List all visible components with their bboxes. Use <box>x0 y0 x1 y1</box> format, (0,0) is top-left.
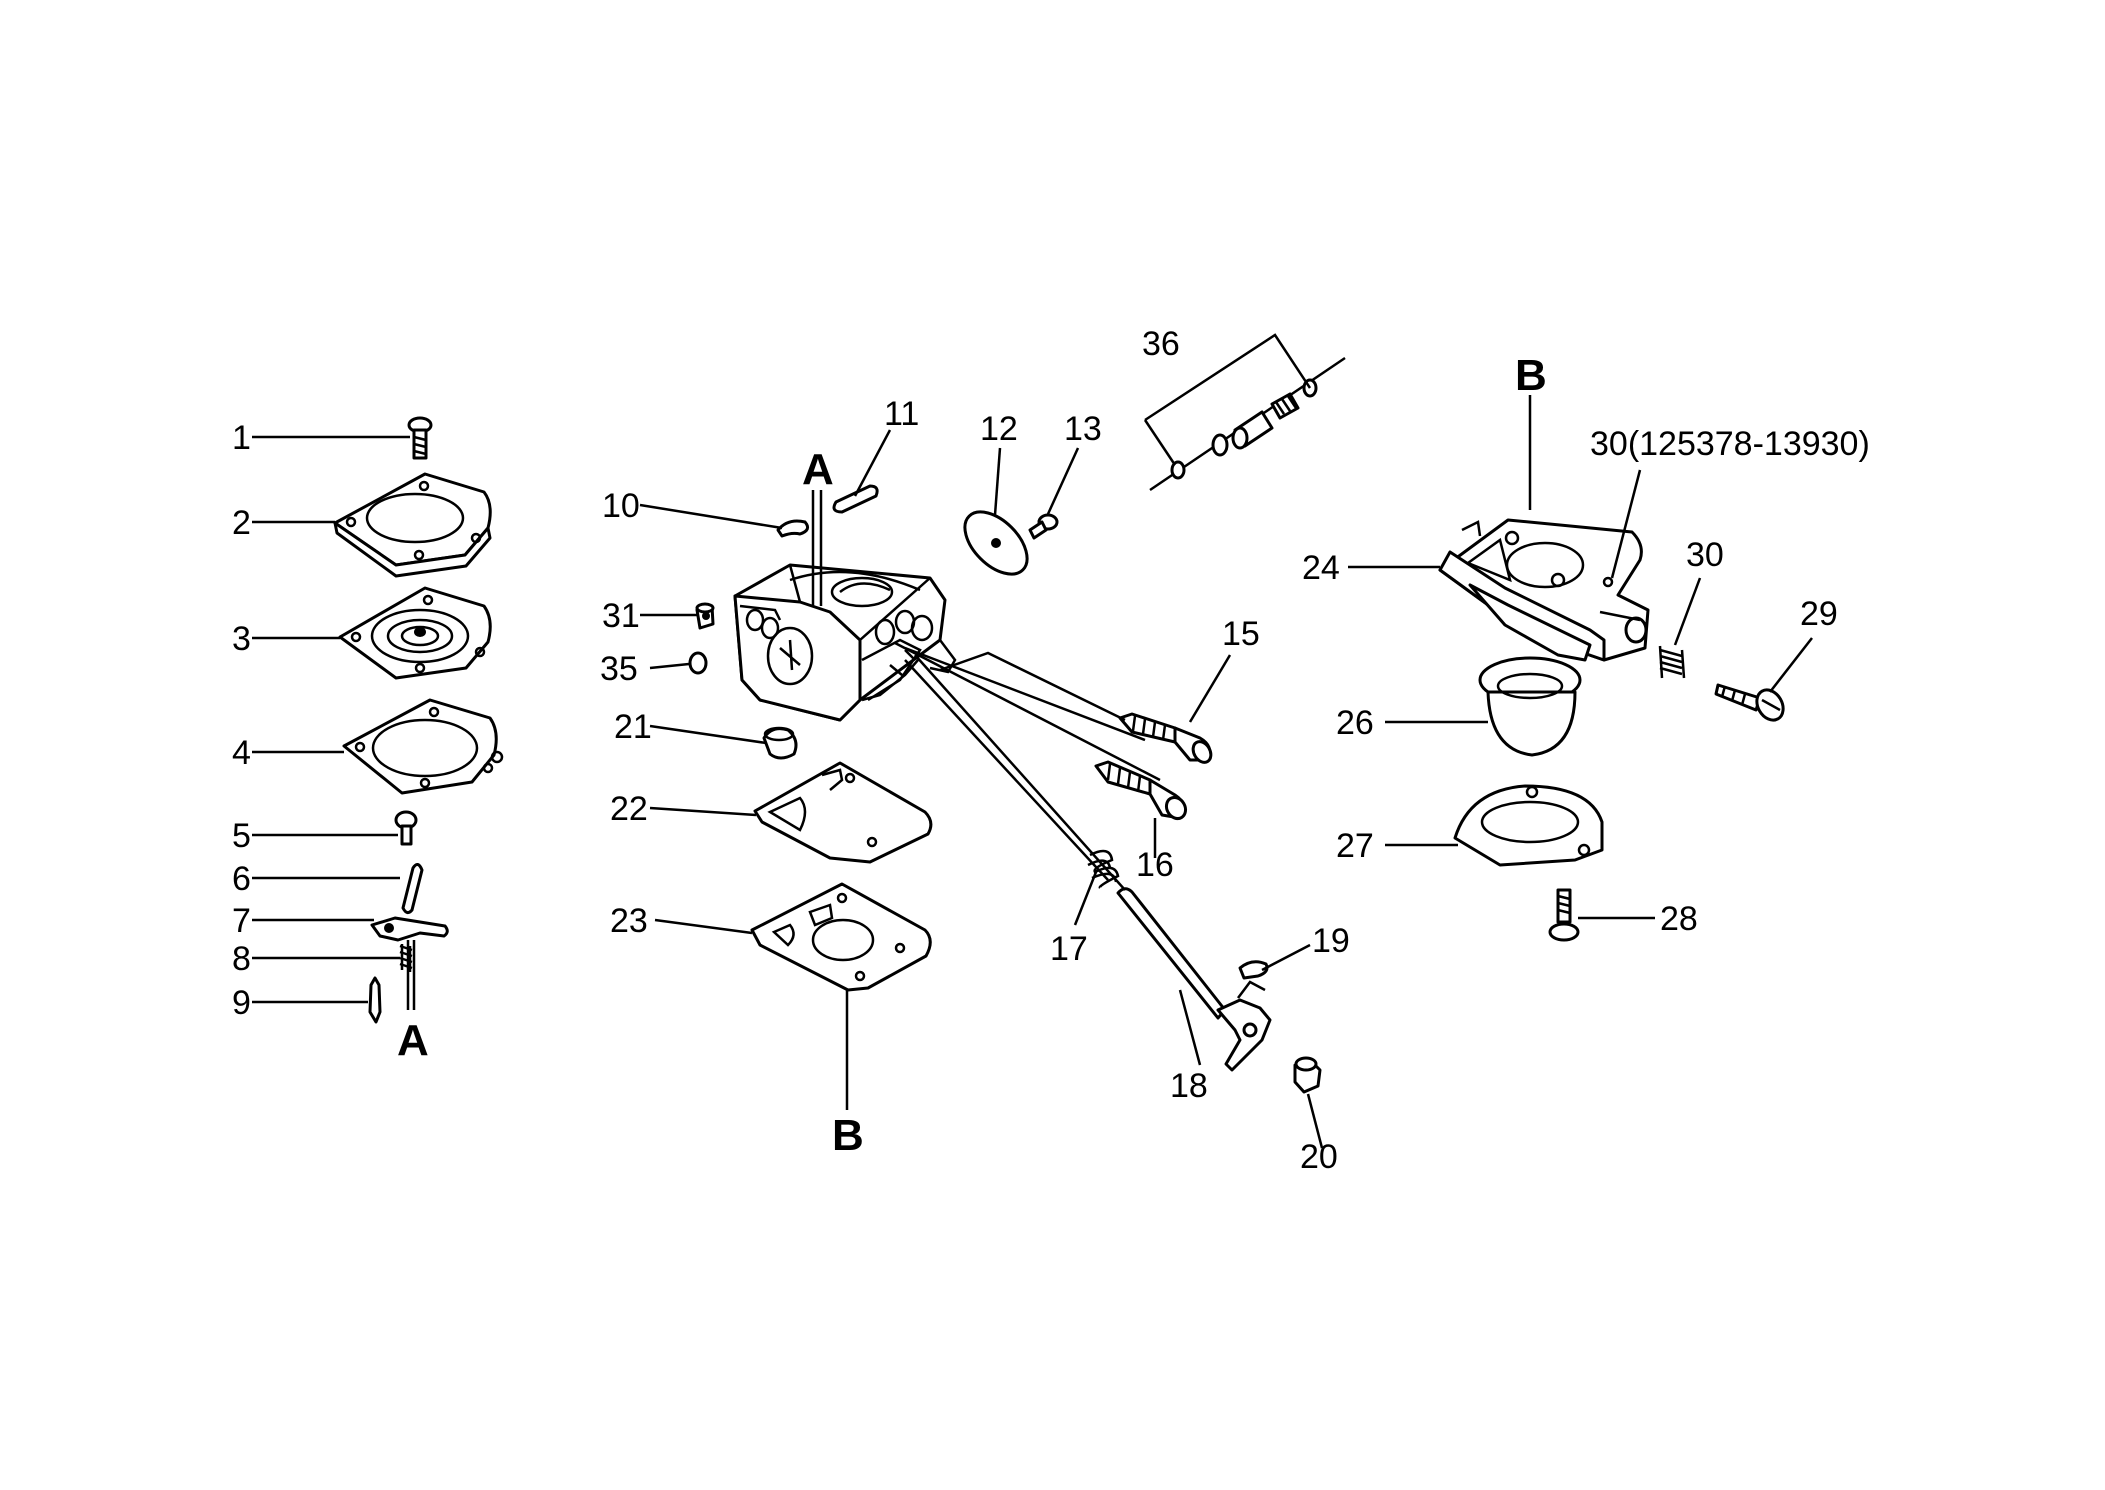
callout-31: 31 <box>602 597 640 635</box>
callout-27: 27 <box>1336 827 1374 865</box>
part-2-pump-cover <box>333 472 492 578</box>
part-36-jet-assembly <box>1149 356 1346 492</box>
part-15-needle <box>1118 712 1213 764</box>
ref-a-left: A <box>397 1016 429 1065</box>
ref-b-right: B <box>1515 351 1547 400</box>
callout-8: 8 <box>232 940 251 978</box>
callout-12: 12 <box>980 410 1018 448</box>
part-35-o-ring <box>688 651 708 675</box>
callout-9: 9 <box>232 984 251 1022</box>
part-11-pin <box>832 484 879 514</box>
callout-7: 7 <box>232 902 251 940</box>
part-29-screw <box>1714 683 1785 722</box>
part-3-pump-diaphragm <box>338 586 492 680</box>
ref-b-center: B <box>832 1111 864 1160</box>
part-7-lever <box>370 916 449 942</box>
callout-16: 16 <box>1136 846 1174 884</box>
callout-6: 6 <box>232 860 251 898</box>
part-27-retainer <box>1453 784 1604 867</box>
callout-24: 24 <box>1302 549 1340 587</box>
part-20-nut <box>1293 1056 1322 1094</box>
leader-lines <box>252 429 1813 1149</box>
callout-30: 30 <box>1686 536 1724 574</box>
callout-15: 15 <box>1222 615 1260 653</box>
part-28-screw <box>1548 888 1580 942</box>
part-6-pin <box>401 863 424 915</box>
callout-3: 3 <box>232 620 251 658</box>
callout-labels: 1 2 3 4 5 6 7 8 9 10 11 12 13 15 16 17 1… <box>232 325 1870 1176</box>
part-8-spring <box>399 944 413 972</box>
part-10-clip <box>776 519 810 538</box>
callout-2: 2 <box>232 504 251 542</box>
part-31-nozzle <box>695 602 715 630</box>
callout-18: 18 <box>1170 1067 1208 1105</box>
part-5-screw <box>394 810 418 846</box>
part-carburetor-body <box>733 563 957 722</box>
callout-26: 26 <box>1336 704 1374 742</box>
part-16-needle <box>1094 760 1188 821</box>
part-1-screw <box>407 416 433 460</box>
part-22-gasket <box>753 761 933 864</box>
callout-4: 4 <box>232 734 251 772</box>
part-4-gasket <box>342 698 504 795</box>
callout-20: 20 <box>1300 1138 1338 1176</box>
part-12-disc <box>963 510 1029 576</box>
callout-17: 17 <box>1050 930 1088 968</box>
callout-23: 23 <box>610 902 648 940</box>
callout-13: 13 <box>1064 410 1102 448</box>
callout-29: 29 <box>1800 595 1838 633</box>
callout-11: 11 <box>884 395 919 433</box>
callout-35: 35 <box>600 650 638 688</box>
part-9-needle <box>368 976 382 1024</box>
part-19-clip <box>1238 960 1269 980</box>
callout-1: 1 <box>232 419 251 457</box>
callout-10: 10 <box>602 487 640 525</box>
ref-a-center: A <box>802 445 834 494</box>
part-26-primer-bulb <box>1478 656 1582 757</box>
part-21-check-valve <box>762 726 798 760</box>
part-18-throttle-shaft <box>1116 887 1272 1072</box>
part-24-pump-body <box>1438 518 1650 662</box>
callout-36: 36 <box>1142 325 1180 363</box>
callout-30-part-number: 30(125378-13930) <box>1590 425 1870 463</box>
part-30-spring <box>1658 645 1686 679</box>
callout-21: 21 <box>614 708 652 746</box>
callout-5: 5 <box>232 817 251 855</box>
callout-19: 19 <box>1312 922 1350 960</box>
callout-28: 28 <box>1660 900 1698 938</box>
callout-22: 22 <box>610 790 648 828</box>
part-23-plate <box>750 882 932 992</box>
part-13-screw <box>1028 513 1059 540</box>
